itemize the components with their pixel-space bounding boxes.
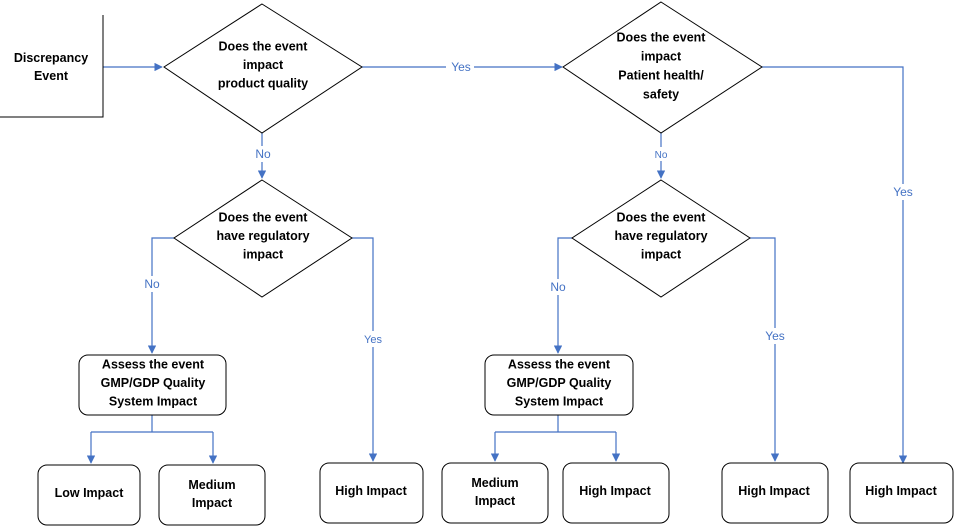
label-yes-safety-to-high: Yes [893, 185, 913, 199]
assess-right-line: GMP/GDP Quality [507, 376, 612, 390]
connector-regulatory-left-to-assess [147, 237, 174, 354]
outcome-low-impact: Low Impact [37, 464, 141, 526]
assess-left-line: GMP/GDP Quality [101, 376, 206, 390]
q-patient-safety-line: Patient health/ [618, 69, 704, 83]
connectors [86, 62, 908, 464]
q-product-quality-line: impact [243, 58, 284, 72]
label-no-quality-to-regulatory: No [255, 147, 271, 161]
q-patient-safety-line: safety [643, 88, 679, 102]
medium-impact-1-line: Medium [188, 478, 235, 492]
connector-regulatory-right-to-high-impact-3 [750, 237, 780, 462]
label-yes-quality-to-safety: Yes [451, 60, 471, 74]
q-regulatory-right-line: impact [641, 248, 682, 262]
label-yes-regulatory-left: Yes [364, 334, 382, 346]
high-impact-3-line: High Impact [738, 484, 810, 498]
decision-regulatory-left: Does the event have regulatory impact [173, 179, 353, 298]
decision-regulatory-right-text: Does the event have regulatory impact [614, 211, 707, 262]
connector-regulatory-right-to-assess [553, 237, 572, 354]
connector-regulatory-left-to-high-impact-1 [352, 237, 378, 462]
outcome-high-impact-3-text: High Impact [738, 484, 810, 498]
outcome-high-impact-3: High Impact [721, 462, 829, 524]
q-regulatory-left-line: have regulatory [216, 229, 309, 243]
q-product-quality-line: Does the event [219, 40, 309, 54]
outcome-high-impact-4-text: High Impact [865, 484, 937, 498]
connector-assess-right-split [495, 415, 616, 433]
label-no-regulatory-left: No [144, 277, 160, 291]
low-impact-1-line: Low Impact [55, 486, 125, 500]
label-no-regulatory-right: No [550, 280, 566, 294]
high-impact-1-line: High Impact [335, 484, 407, 498]
discrepancy-event-line: Discrepancy [14, 51, 88, 65]
high-impact-4-line: High Impact [865, 484, 937, 498]
decision-regulatory-left-text: Does the event have regulatory impact [216, 211, 309, 262]
assess-right-line: Assess the event [508, 358, 611, 372]
high-impact-2-line: High Impact [579, 484, 651, 498]
q-regulatory-right-line: have regulatory [614, 229, 707, 243]
connector-labels: Yes No No Yes No Yes No Yes [140, 59, 918, 347]
outcome-high-impact-1-text: High Impact [335, 484, 407, 498]
discrepancy-event-line: Event [34, 69, 69, 83]
assess-left-line: System Impact [109, 395, 198, 409]
outcome-high-impact-2: High Impact [562, 462, 670, 524]
outcome-high-impact-4: High Impact [849, 462, 954, 524]
outcome-low-impact-text: Low Impact [55, 486, 125, 500]
q-regulatory-left-line: impact [243, 248, 284, 262]
decision-product-quality-text: Does the event impact product quality [218, 40, 308, 91]
assess-left-line: Assess the event [102, 358, 205, 372]
outcome-high-impact-1: High Impact [319, 462, 424, 524]
label-yes-regulatory-right: Yes [765, 329, 785, 343]
outcome-high-impact-2-text: High Impact [579, 484, 651, 498]
q-patient-safety-line: Does the event [617, 31, 707, 45]
assess-right-line: System Impact [515, 395, 604, 409]
q-regulatory-right-line: Does the event [617, 211, 707, 225]
label-no-safety-to-regulatory: No [655, 150, 668, 161]
medium-impact-1-line: Impact [192, 496, 233, 510]
connector-safety-to-high-impact-4 [762, 66, 908, 464]
decision-product-quality: Does the event impact product quality [163, 3, 363, 134]
connector-assess-left-split [91, 415, 213, 433]
q-regulatory-left-line: Does the event [219, 211, 309, 225]
decision-regulatory-right: Does the event have regulatory impact [571, 179, 751, 298]
medium-impact-2-line: Impact [475, 494, 516, 508]
medium-impact-2-line: Medium [471, 476, 518, 490]
q-patient-safety-line: impact [641, 50, 682, 64]
q-product-quality-line: product quality [218, 77, 308, 91]
